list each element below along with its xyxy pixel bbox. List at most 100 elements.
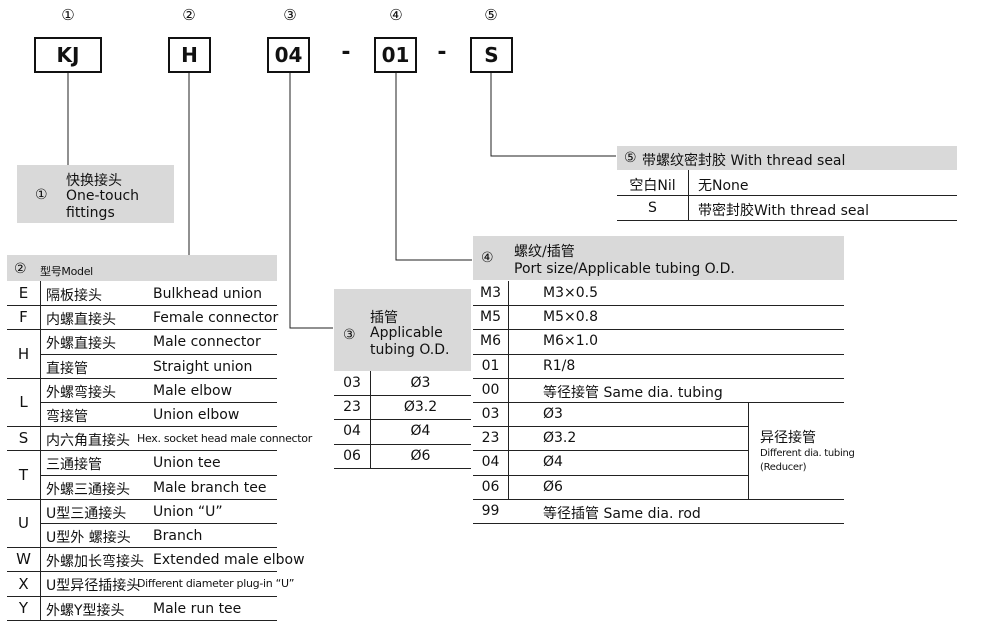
port-value: M6×1.0 [543,333,598,350]
separator-dash: - [341,40,351,65]
separator-dash: - [437,40,447,65]
code-box-s: S [470,37,513,73]
model-name-en: Female connector [153,310,279,327]
port-value: Ø6 [543,478,563,495]
connector-3 [289,72,333,329]
row-divider [473,353,844,355]
section-3-number: ③ [343,327,356,343]
port-code: 00 [481,381,500,398]
model-name-en: Union elbow [153,407,240,423]
code-box-kj: KJ [34,37,102,73]
row-divider [473,305,844,307]
port-value: Ø4 [543,454,563,471]
port-value: Ø3 [543,406,563,422]
port-code: M6 [480,333,501,350]
row-divider [7,450,277,452]
port-code: 03 [481,406,500,422]
row-divider [473,474,748,476]
section-2-number: ② [14,261,27,277]
model-name-en: Male run tee [153,600,242,617]
section-1-en2: fittings [66,205,115,221]
row-divider [7,498,277,500]
connector-4 [395,72,472,261]
model-name-zh: 外螺弯接头 [46,384,116,401]
reducer-divider [748,402,749,499]
model-name-zh: 外螺Y型接头 [46,602,125,619]
port-code: 23 [481,430,500,447]
row-divider [473,377,844,379]
section-5-header [617,146,957,170]
section-1-en1: One-touch [66,188,140,204]
tubing-code: 23 [343,399,361,416]
model-name-zh: 直接管 [46,360,88,377]
model-code: Y [18,598,29,617]
section-3-zh: 插管 [370,310,398,326]
seal-code: 空白Nil [629,178,676,194]
port-value: M5×0.8 [543,309,598,326]
model-name-zh: U型三通接头 [46,505,127,522]
section-2-header [7,255,277,281]
tubing-code: 03 [343,375,361,391]
section-1-number: ① [35,187,48,203]
row-divider [7,619,277,621]
code-box-04: 04 [267,37,310,73]
row-divider [7,329,277,331]
row-divider [40,402,277,403]
model-name-en: Union “U” [153,503,223,520]
reducer-zh: 异径接管 [760,430,816,446]
section-3-en1: Applicable [370,325,443,341]
tubing-code: 06 [343,447,361,464]
tubing-value: Ø3.2 [403,399,438,416]
port-code: M3 [480,285,501,301]
model-name-zh: U型外 螺接头 [46,530,131,546]
reducer-en1: Different dia. tubing [760,448,855,459]
row-divider [473,523,844,524]
model-name-en: Branch [153,528,203,544]
port-code: 99 [481,502,500,519]
model-code: T [18,465,29,484]
reducer-en2: (Reducer) [760,462,807,473]
model-name-en: Bulkhead union [153,286,262,302]
row-divider [334,467,471,469]
tubing-value: Ø4 [410,423,431,440]
seal-code: S [648,200,657,216]
port-value: 等径插管 Same dia. rod [543,505,701,522]
code-box-01: 01 [374,37,417,73]
port-code: 06 [481,478,500,495]
model-name-en: Different diameter plug-in “U” [137,577,295,591]
model-code: W [16,550,31,569]
model-name-zh: U型异径插接头 [46,578,141,595]
row-divider [7,547,277,549]
model-name-zh: 弯接管 [46,409,88,425]
tubing-value: Ø6 [410,447,431,464]
model-code: X [18,574,29,593]
model-name-en: Male connector [153,334,261,351]
model-name-en: Hex. socket head male connector [137,432,312,446]
model-name-en: Male elbow [153,382,233,399]
section-4-header [473,236,844,280]
code-box-h: H [168,37,211,73]
row-divider [40,474,277,476]
model-name-en: Union tee [153,455,221,472]
row-divider [617,195,957,196]
row-divider [473,329,844,331]
tubing-code: 04 [343,423,361,440]
section-1-box [17,165,174,223]
port-value: R1/8 [543,357,576,374]
code-5-number: ⑤ [484,6,498,24]
code-2-number: ② [182,6,196,24]
connector-5 [490,72,616,157]
model-name-en: Extended male elbow [153,552,305,569]
row-divider [7,595,277,597]
model-name-zh: 外螺三通接头 [46,481,130,498]
section-5-number: ⑤ [624,150,637,166]
row-divider [7,426,277,428]
port-code: 01 [481,357,500,374]
tubing-value: Ø3 [410,375,431,391]
model-name-en: Male branch tee [153,479,267,496]
model-name-zh: 外螺加长弯接头 [46,554,144,571]
code-1-number: ① [61,6,75,24]
row-divider [7,571,277,573]
row-divider [473,450,748,452]
